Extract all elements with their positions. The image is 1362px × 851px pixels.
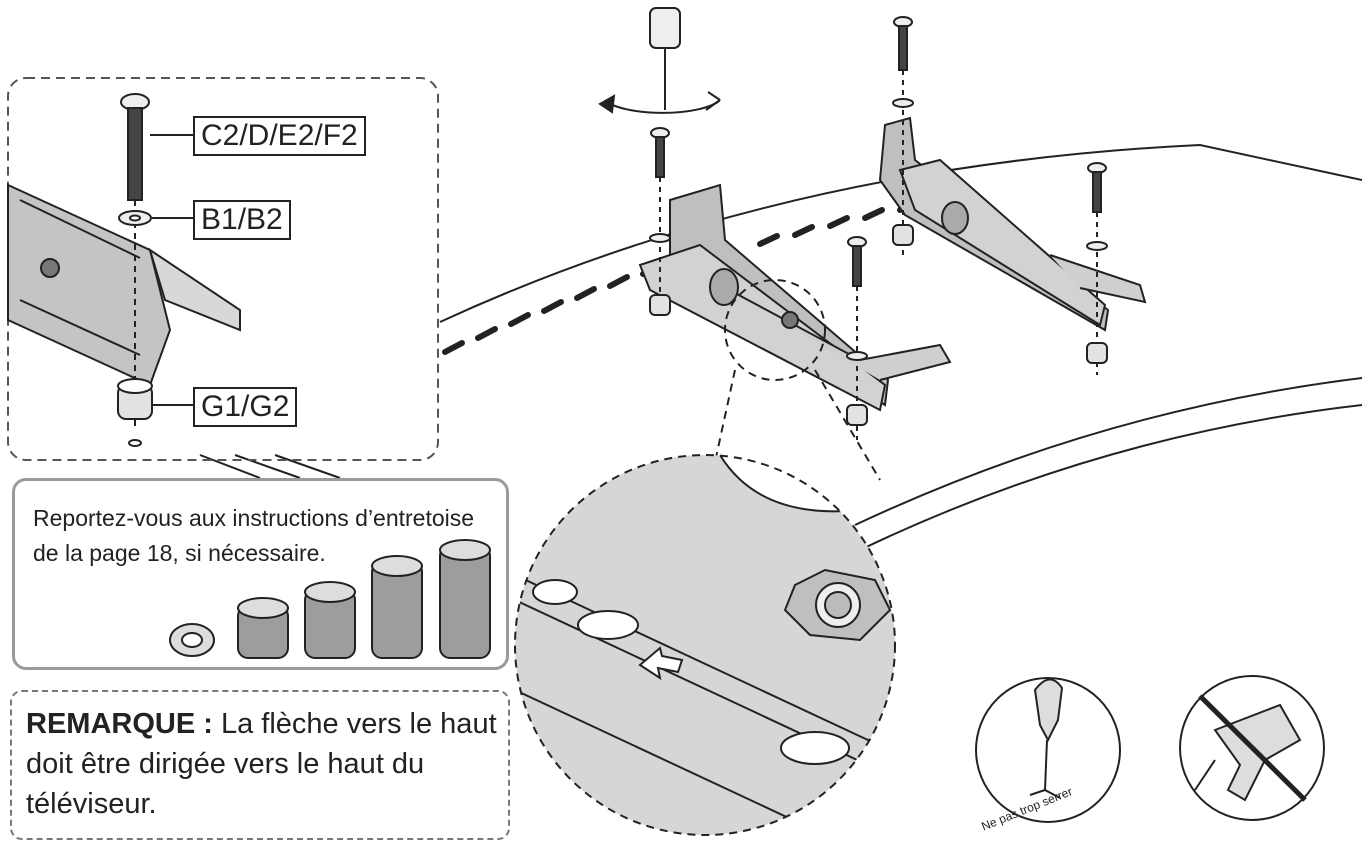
zoom-connector	[714, 279, 881, 481]
inset-hardware-stack	[117, 93, 153, 447]
note-body: La flèche vers le haut doit être dirigée…	[26, 708, 497, 820]
screwdriver-rotate-icon	[598, 7, 721, 114]
zoom-detail	[514, 454, 896, 836]
note-box: REMARQUE : La flèche vers le haut doit ê…	[10, 690, 510, 840]
spacer-illustrations	[169, 539, 491, 659]
note-text: REMARQUE : La flèche vers le haut doit ê…	[26, 704, 506, 824]
label-leaders	[150, 134, 193, 406]
label-spacer: G1/G2	[193, 387, 298, 427]
detail-inset-frame	[7, 77, 439, 461]
inset-bracket	[7, 183, 241, 387]
label-washer: B1/B2	[193, 200, 291, 240]
label-screw: C2/D/E2/F2	[193, 116, 366, 156]
right-bracket	[878, 116, 1147, 332]
spacer-instructions-text: Reportez-vous aux instructions d’entreto…	[33, 505, 475, 566]
hardware-screws	[649, 16, 1108, 440]
tv-back-outline	[199, 143, 1362, 551]
no-power-drill-icon	[1179, 675, 1325, 821]
up-arrow-icon	[638, 646, 684, 681]
left-bracket	[638, 183, 952, 412]
hand-screwdriver-icon	[975, 677, 1121, 823]
note-prefix: REMARQUE :	[26, 708, 213, 740]
spacer-instructions-box: Reportez-vous aux instructions d’entreto…	[12, 478, 509, 670]
